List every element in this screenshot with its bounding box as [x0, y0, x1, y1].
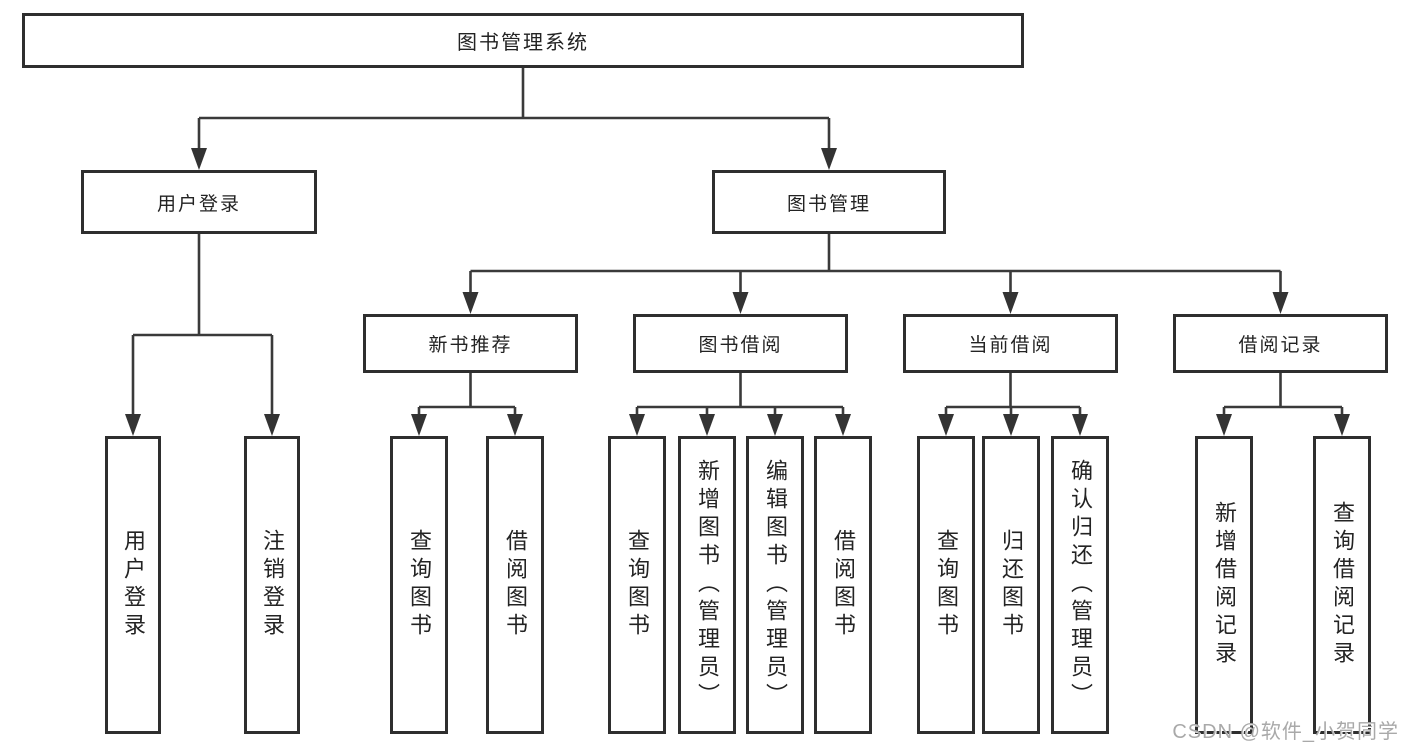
node-bb-edit-books: 编辑图书（管理员）: [746, 436, 804, 734]
node-leaf-logout-label: 注销登录: [260, 529, 285, 641]
node-br-query-record-label: 查询借阅记录: [1330, 501, 1355, 669]
node-new-book-rec-label: 新书推荐: [428, 335, 513, 356]
arrow-icon: [1003, 414, 1019, 436]
node-rec-borrow-books: 借阅图书: [486, 436, 544, 734]
node-cb-confirm-return-label: 确认归还（管理员）: [1068, 459, 1093, 711]
arrow-icon: [191, 148, 207, 170]
arrowheads: [125, 148, 1350, 436]
node-leaf-logout: 注销登录: [244, 436, 300, 734]
node-bb-query-books-label: 查询图书: [625, 529, 650, 641]
node-rec-query-books: 查询图书: [390, 436, 448, 734]
node-br-query-record: 查询借阅记录: [1313, 436, 1371, 734]
arrow-icon: [629, 414, 645, 436]
node-root-label: 图书管理系统: [457, 32, 589, 54]
node-borrow-records-label: 借阅记录: [1238, 335, 1323, 356]
tree-edges: [131, 68, 1344, 420]
node-current-borrow: 当前借阅: [903, 314, 1118, 373]
arrow-icon: [1272, 292, 1289, 314]
node-cb-return-books-label: 归还图书: [999, 529, 1024, 641]
node-current-borrow-label: 当前借阅: [968, 335, 1053, 356]
arrow-icon: [821, 148, 837, 170]
arrow-icon: [835, 414, 851, 436]
node-cb-confirm-return: 确认归还（管理员）: [1051, 436, 1109, 734]
node-bb-add-books: 新增图书（管理员）: [678, 436, 736, 734]
node-book-mgmt-label: 图书管理: [786, 193, 871, 215]
arrow-icon: [1002, 292, 1019, 314]
arrow-icon: [264, 414, 280, 436]
node-rec-borrow-books-label: 借阅图书: [503, 529, 528, 641]
node-bb-borrow-books: 借阅图书: [814, 436, 872, 734]
node-borrow-records: 借阅记录: [1173, 314, 1388, 373]
node-book-borrow: 图书借阅: [633, 314, 848, 373]
node-book-mgmt: 图书管理: [712, 170, 946, 234]
watermark: CSDN @软件_小贺同学: [1172, 721, 1399, 743]
node-bb-edit-books-label: 编辑图书（管理员）: [763, 459, 788, 711]
node-root: 图书管理系统: [22, 13, 1024, 68]
arrow-icon: [507, 414, 523, 436]
arrow-icon: [1072, 414, 1088, 436]
node-leaf-user-login-label: 用户登录: [121, 529, 146, 641]
node-new-book-rec: 新书推荐: [363, 314, 578, 373]
node-br-add-record: 新增借阅记录: [1195, 436, 1253, 734]
arrow-icon: [462, 292, 479, 314]
arrow-icon: [1216, 414, 1232, 436]
node-book-borrow-label: 图书借阅: [698, 335, 783, 356]
arrow-icon: [699, 414, 715, 436]
node-bb-query-books: 查询图书: [608, 436, 666, 734]
arrow-icon: [938, 414, 954, 436]
arrow-icon: [411, 414, 427, 436]
arrow-icon: [732, 292, 749, 314]
node-rec-query-books-label: 查询图书: [407, 529, 432, 641]
node-user-login-label: 用户登录: [156, 193, 241, 215]
arrow-icon: [767, 414, 783, 436]
node-cb-query-books-label: 查询图书: [934, 529, 959, 641]
arrow-icon: [125, 414, 141, 436]
node-cb-return-books: 归还图书: [982, 436, 1040, 734]
node-bb-add-books-label: 新增图书（管理员）: [695, 459, 720, 711]
node-user-login: 用户登录: [81, 170, 317, 234]
node-cb-query-books: 查询图书: [917, 436, 975, 734]
node-bb-borrow-books-label: 借阅图书: [831, 529, 856, 641]
node-leaf-user-login: 用户登录: [105, 436, 161, 734]
node-br-add-record-label: 新增借阅记录: [1212, 501, 1237, 669]
arrow-icon: [1334, 414, 1350, 436]
